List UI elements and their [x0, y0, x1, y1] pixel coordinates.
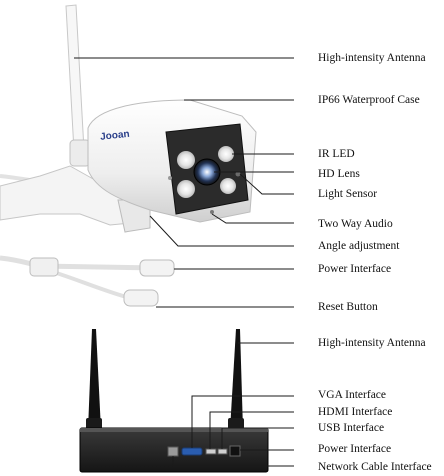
label-two-way-audio: Two Way Audio	[318, 218, 393, 230]
camera-antenna-base	[69, 139, 91, 167]
leader-two-way-audio	[211, 213, 294, 224]
ir-led-top-left	[177, 151, 195, 169]
vga-port	[181, 447, 203, 456]
label-nvr-power: Power Interface	[318, 443, 392, 455]
label-network-cable: Network Cable Interface	[318, 461, 432, 473]
label-reset-button: Reset Button	[318, 301, 378, 313]
label-waterproof-case: IP66 Waterproof Case	[318, 94, 420, 106]
power-plug	[139, 259, 175, 277]
label-camera-antenna: High-intensity Antenna	[318, 52, 426, 64]
label-camera-power: Power Interface	[318, 263, 392, 275]
ir-led-top-right	[218, 146, 234, 162]
label-hd-lens: HD Lens	[318, 168, 360, 180]
ir-led-bottom-left	[177, 180, 195, 198]
leader-lines	[74, 57, 294, 467]
brand-logo-text: Jooan	[100, 129, 130, 143]
leader-vga	[191, 395, 294, 448]
leader-hdmi	[209, 411, 294, 449]
network-port	[167, 446, 179, 457]
label-hdmi-interface: HDMI Interface	[318, 406, 393, 418]
camera-antenna	[65, 4, 85, 152]
label-ir-led: IR LED	[318, 148, 355, 160]
power-connector	[29, 257, 59, 277]
nvr-illustration	[79, 329, 269, 473]
label-light-sensor: Light Sensor	[318, 188, 378, 200]
reset-plug	[123, 289, 159, 307]
leader-angle-adjustment	[149, 215, 294, 247]
label-usb-interface: USB Interface	[318, 422, 385, 434]
label-vga-interface: VGA Interface	[318, 389, 387, 401]
leader-light-sensor	[239, 173, 294, 195]
usb-port	[217, 448, 228, 455]
ir-led-bottom-right	[220, 178, 236, 194]
nvr-antenna-left	[88, 329, 101, 430]
light-sensor	[235, 171, 241, 177]
hdmi-port	[205, 448, 217, 455]
camera-illustration: Jooan	[0, 4, 257, 307]
leader-network	[172, 456, 294, 467]
camera-cable-power	[0, 255, 161, 271]
leader-usb	[221, 427, 294, 449]
nvr-top-edge	[80, 428, 268, 432]
label-angle-adjustment: Angle adjustment	[318, 240, 400, 252]
brand-logo: Jooan	[100, 129, 130, 143]
power-port	[229, 445, 241, 457]
label-nvr-antenna: High-intensity Antenna	[318, 337, 426, 349]
camera-screw	[168, 176, 172, 180]
nvr-antenna-right	[230, 329, 243, 430]
audio-hole	[210, 210, 214, 214]
